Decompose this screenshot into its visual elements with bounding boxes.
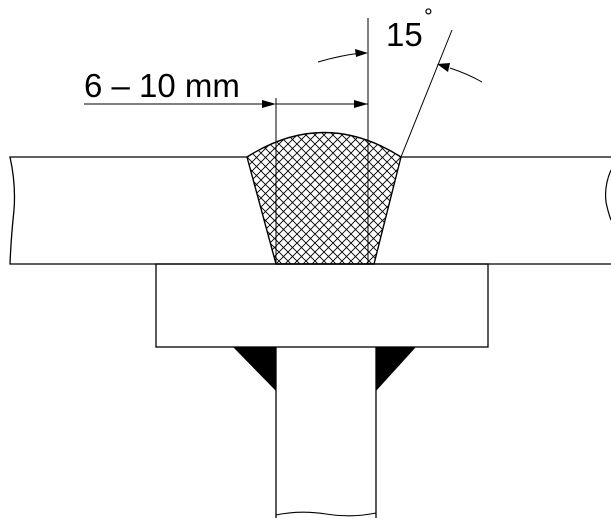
angle-degree-mark: °	[424, 4, 433, 29]
top-plate-left	[9, 156, 276, 265]
angle-arc-right	[449, 67, 483, 83]
vertical-post	[275, 347, 377, 518]
width-dimension	[84, 18, 369, 264]
width-dimension-label: 6 – 10 mm	[84, 67, 240, 104]
dimension-arrow-right	[354, 100, 368, 108]
fillet-weld-left	[233, 347, 276, 391]
plate-break-line-right	[604, 169, 611, 221]
dimension-arrow-left	[262, 100, 276, 108]
angle-arc-left	[317, 52, 363, 63]
angle-arrow-left	[355, 49, 368, 57]
angle-arrow-right	[437, 63, 450, 72]
post-break-line	[275, 511, 377, 517]
angle-dimension-label: 15	[386, 16, 423, 53]
angle-dimension	[317, 29, 483, 158]
top-plate-right	[374, 156, 611, 265]
backing-block	[155, 263, 489, 348]
bevel-angle-line	[400, 29, 453, 158]
fillet-weld-right	[376, 347, 416, 391]
weld-bead	[246, 131, 402, 265]
